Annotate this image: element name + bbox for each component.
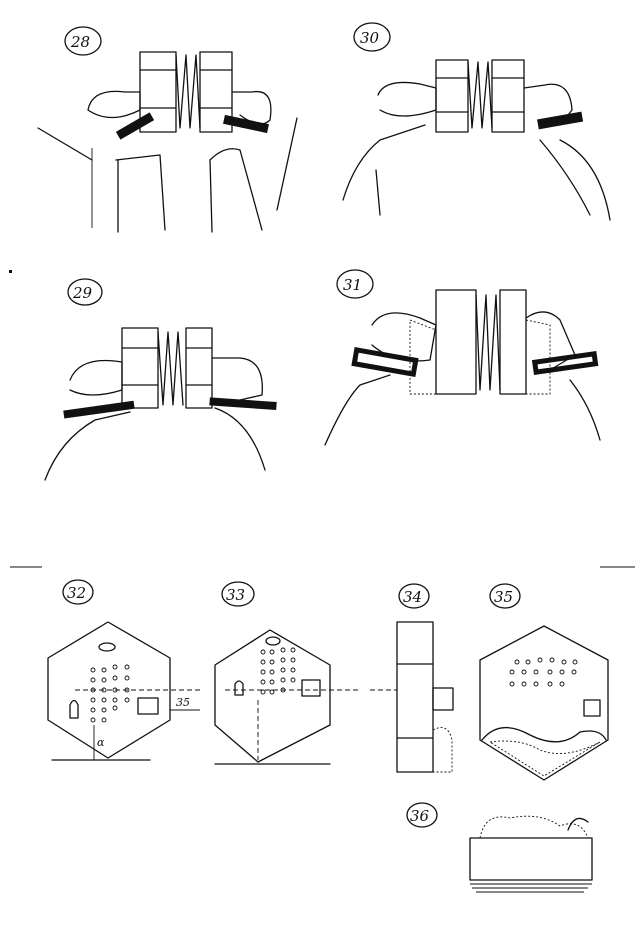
figure-29: 29 xyxy=(44,278,277,481)
figure-33: 33 xyxy=(214,581,360,765)
dimension-label: 35 xyxy=(176,696,190,709)
figure-label: 35 xyxy=(494,588,513,606)
figure-label: 28 xyxy=(70,33,90,51)
figure-30: 30 xyxy=(342,22,611,221)
figure-label: 34 xyxy=(403,588,422,606)
figure-28: 28 xyxy=(37,26,298,233)
figure-35: 35 xyxy=(479,583,609,781)
figure-31: 31 xyxy=(324,269,601,446)
figure-label: 29 xyxy=(72,284,93,302)
figure-label: 33 xyxy=(226,586,245,604)
figure-label: 30 xyxy=(360,29,380,47)
figure-label: 31 xyxy=(343,276,362,294)
figure-32: 32 35 α xyxy=(47,579,200,761)
figure-label-circle xyxy=(64,26,102,56)
figure-label: 36 xyxy=(410,807,430,825)
figure-36: 36 xyxy=(406,802,593,893)
figure-label: 32 xyxy=(67,584,86,602)
angle-label: α xyxy=(97,736,105,749)
figure-34: 34 xyxy=(370,583,454,773)
